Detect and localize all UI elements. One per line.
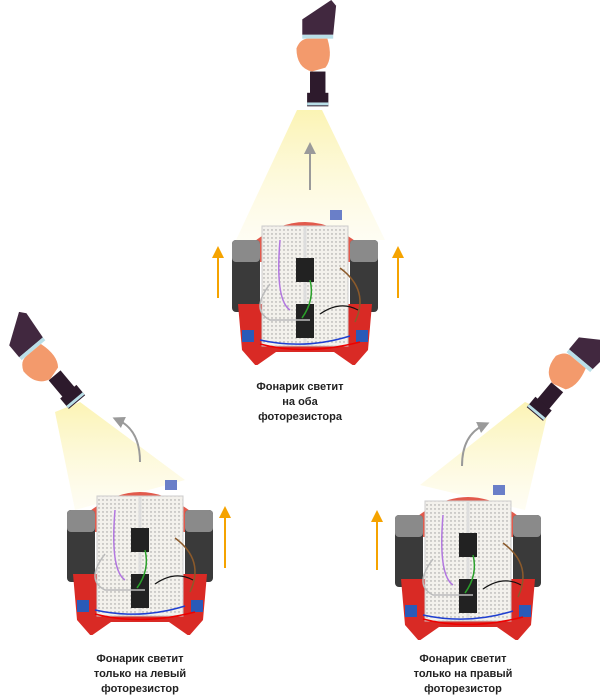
flashlight-icon bbox=[296, 0, 337, 107]
caption-line: фоторезистор bbox=[101, 683, 179, 695]
caption-line: на оба bbox=[282, 396, 318, 408]
light-beam bbox=[55, 402, 185, 510]
caption-line: Фонарик светит bbox=[256, 381, 344, 393]
turn-arrow bbox=[461, 422, 490, 467]
light-beam bbox=[420, 402, 548, 510]
flashlight-icon bbox=[0, 308, 92, 416]
scene-left bbox=[0, 308, 231, 635]
caption-line: фоторезистора bbox=[258, 411, 342, 423]
caption-both: Фонарик светит на оба фоторезистора bbox=[210, 380, 390, 425]
caption-right: Фонарик светит только на правый фоторези… bbox=[373, 652, 553, 696]
caption-line: только на левый bbox=[93, 668, 187, 680]
caption-line: только на правый bbox=[413, 668, 513, 680]
caption-left: Фонарик светит только на левый фоторезис… bbox=[50, 652, 230, 696]
scene-right bbox=[371, 318, 600, 640]
turn-arrow bbox=[112, 417, 141, 463]
scene-both bbox=[212, 0, 404, 365]
caption-line: Фонарик светит bbox=[96, 653, 184, 665]
caption-line: Фонарик светит bbox=[419, 653, 507, 665]
caption-line: фоторезистор bbox=[424, 683, 502, 695]
flashlight-icon bbox=[518, 318, 600, 426]
